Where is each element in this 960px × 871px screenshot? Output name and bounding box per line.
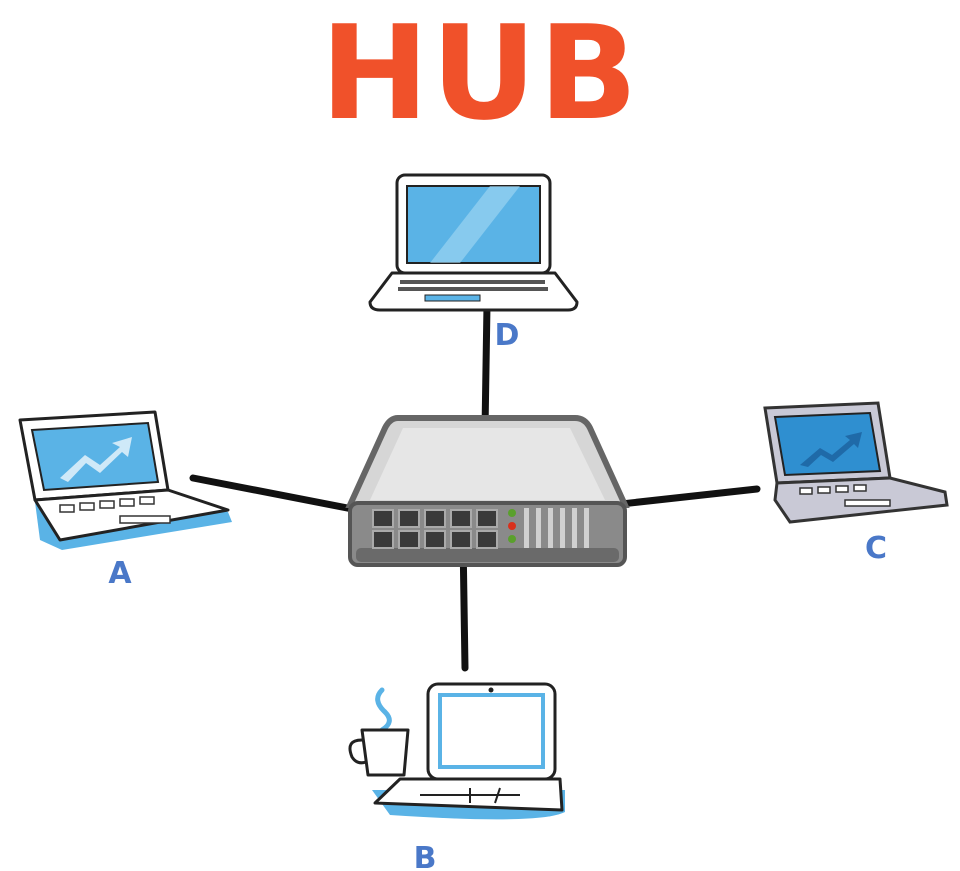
steam-icon — [375, 687, 392, 733]
coffee-mug-icon — [348, 728, 410, 777]
laptop-a[interactable] — [18, 410, 232, 550]
label-b: B — [414, 841, 437, 871]
label-c: C — [865, 531, 887, 566]
laptop-c[interactable] — [763, 401, 949, 524]
growth-arrow-icon — [800, 432, 862, 467]
wire-a — [189, 474, 377, 517]
hub-icon — [345, 415, 630, 567]
label-d: D — [495, 318, 520, 353]
diagram-title: HUB — [320, 0, 639, 149]
label-a: A — [108, 556, 132, 591]
laptop-b[interactable] — [348, 682, 565, 820]
growth-arrow-icon — [60, 437, 132, 482]
laptop-d[interactable] — [368, 173, 579, 312]
